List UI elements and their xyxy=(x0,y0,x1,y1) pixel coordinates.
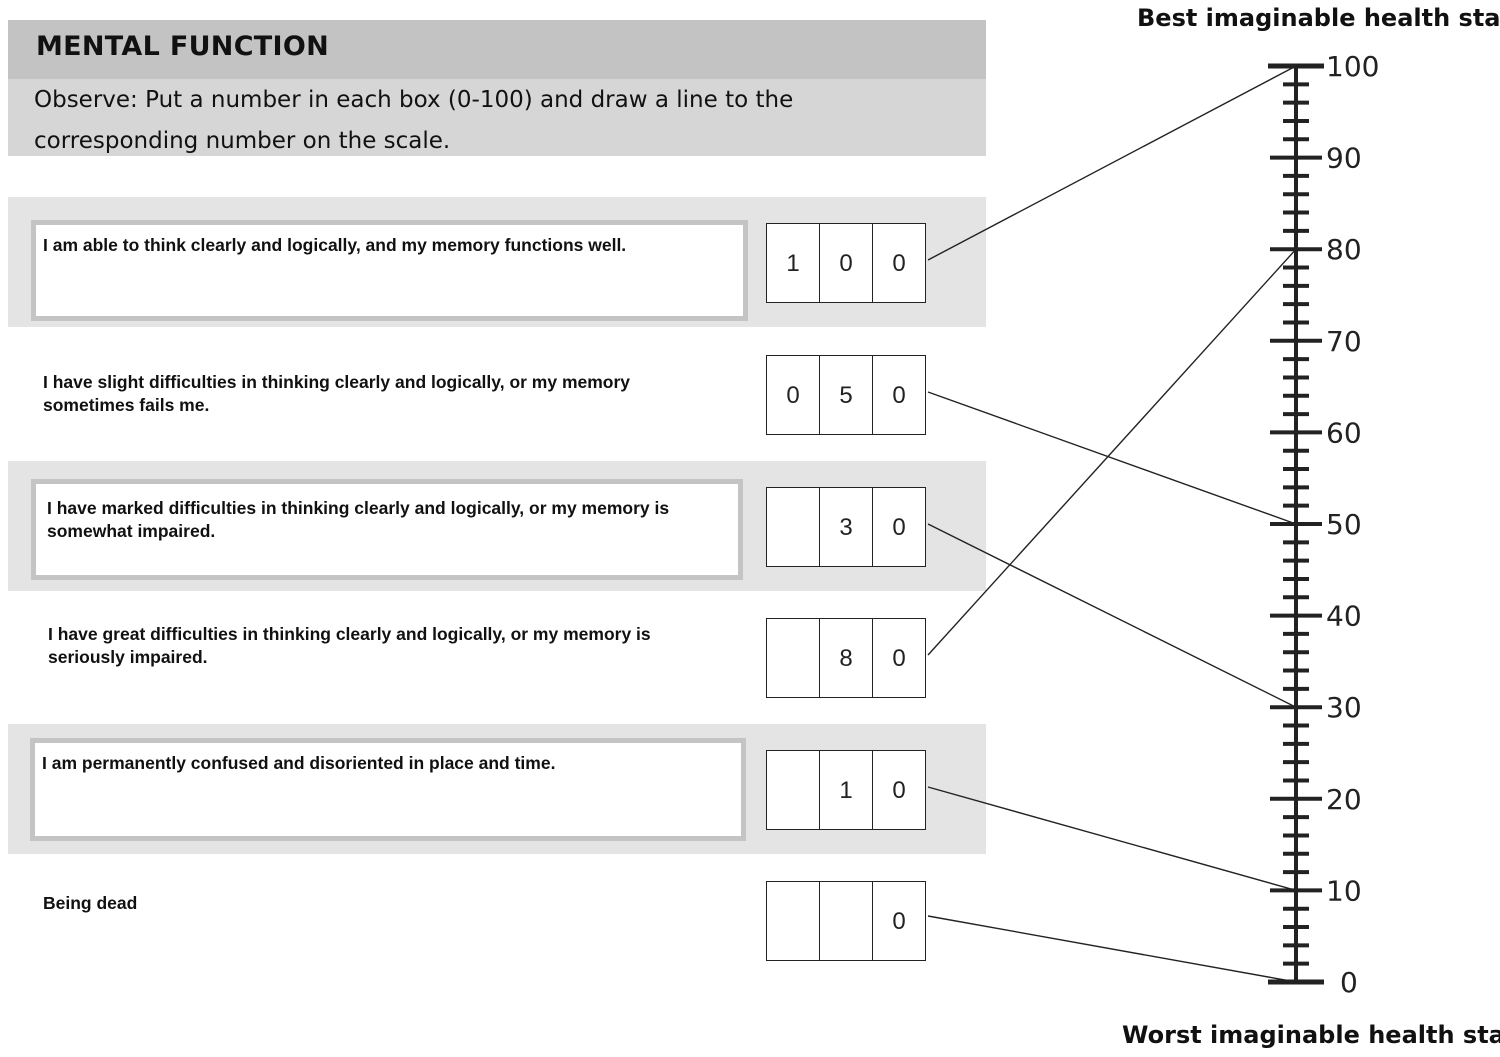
digit-box-ones[interactable]: 0 xyxy=(872,355,926,435)
section-title: MENTAL FUNCTION xyxy=(36,31,330,62)
answer-boxes: 1 0 0 xyxy=(766,223,926,303)
scale-tick-label: 20 xyxy=(1326,783,1362,816)
scale-tick-label: 0 xyxy=(1340,966,1358,999)
scale-tick-label: 90 xyxy=(1326,142,1362,175)
answer-boxes: 0 xyxy=(766,881,926,961)
answer-boxes: 0 5 0 xyxy=(766,355,926,435)
scale-tick-label: 60 xyxy=(1326,416,1362,449)
connector-line xyxy=(927,65,1297,261)
connector-line xyxy=(927,915,1297,983)
statement-box xyxy=(30,738,746,841)
statement-box xyxy=(31,220,748,321)
answer-boxes: 8 0 xyxy=(766,618,926,698)
statement-text: Being dead xyxy=(43,893,138,913)
statement-box xyxy=(31,479,743,580)
scale-tick-label: 40 xyxy=(1326,600,1362,633)
digit-box-tens[interactable] xyxy=(819,881,873,961)
scale-tick-label: 100 xyxy=(1326,50,1379,83)
scale-top-label: Best imaginable health state xyxy=(1137,4,1500,32)
digit-box-tens[interactable]: 3 xyxy=(819,487,873,567)
statement-text: I am able to think clearly and logically… xyxy=(43,235,627,255)
connector-line xyxy=(927,248,1297,656)
digit-box-ones[interactable]: 0 xyxy=(872,750,926,830)
statement-text: I have slight difficulties in thinking c… xyxy=(43,372,631,415)
answer-boxes: 1 0 xyxy=(766,750,926,830)
digit-box-ones[interactable]: 0 xyxy=(872,487,926,567)
digit-box-hundreds[interactable] xyxy=(766,618,820,698)
connector-line xyxy=(927,786,1297,892)
scale-tick-label: 30 xyxy=(1326,691,1362,724)
statement-text: I have marked difficulties in thinking c… xyxy=(47,498,670,541)
scale-tick-label: 50 xyxy=(1326,508,1362,541)
digit-box-ones[interactable]: 0 xyxy=(872,618,926,698)
digit-box-hundreds[interactable]: 0 xyxy=(766,355,820,435)
digit-box-tens[interactable]: 8 xyxy=(819,618,873,698)
digit-box-hundreds[interactable]: 1 xyxy=(766,223,820,303)
digit-box-ones[interactable]: 0 xyxy=(872,881,926,961)
connector-line xyxy=(927,391,1297,525)
instructions-text: Observe: Put a number in each box (0-100… xyxy=(34,87,794,154)
statement-text: I have great difficulties in thinking cl… xyxy=(48,624,651,667)
digit-box-tens[interactable]: 5 xyxy=(819,355,873,435)
statement-text: I am permanently confused and disoriente… xyxy=(42,753,556,773)
scale-bottom-label: Worst imaginable health state xyxy=(1122,1021,1500,1049)
digit-box-hundreds[interactable] xyxy=(766,487,820,567)
scale-tick-label: 70 xyxy=(1326,325,1362,358)
title-bar xyxy=(8,20,986,79)
connector-line xyxy=(927,523,1297,708)
scale-tick-label: 10 xyxy=(1326,874,1362,907)
answer-boxes: 3 0 xyxy=(766,487,926,567)
digit-box-ones[interactable]: 0 xyxy=(872,223,926,303)
scale-tick-label: 80 xyxy=(1326,233,1362,266)
section-header: MENTAL FUNCTION Observe: Put a number in… xyxy=(8,20,986,156)
